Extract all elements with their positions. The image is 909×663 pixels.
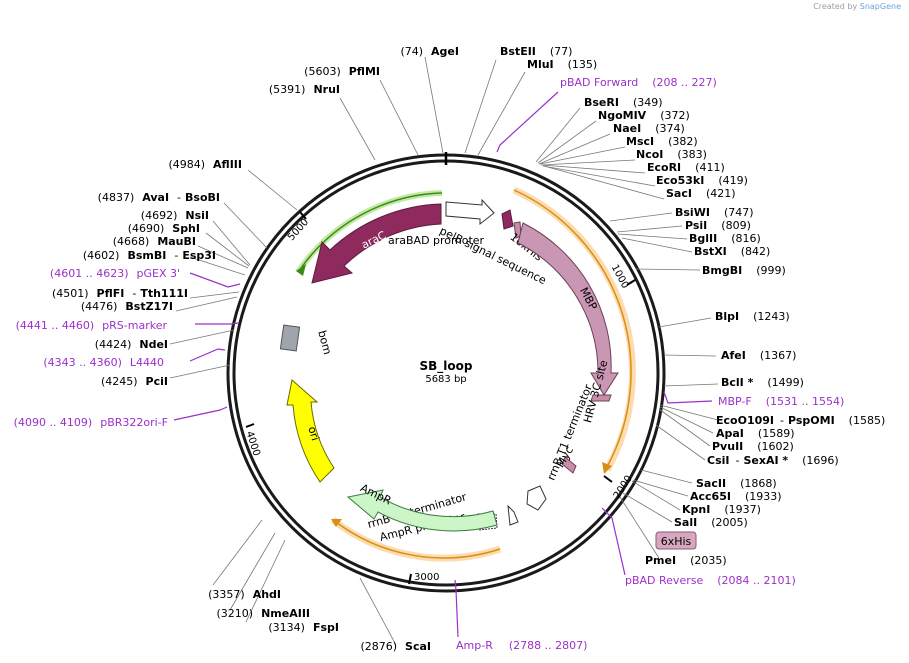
site-SacI: SacI(421) [666, 187, 736, 200]
site-KpnI: KpnI(1937) [682, 503, 761, 516]
primer-pBR322ori-F: (4090 .. 4109)pBR322ori-F [14, 416, 168, 429]
site-NsiI: (4692)NsiI [141, 209, 209, 222]
site-Eco53kI: Eco53kI(419) [656, 174, 748, 187]
snapgene-credit: Created by SnapGene [813, 2, 901, 11]
site-BsiWI: BsiWI(747) [675, 206, 754, 219]
primer-labels: pBAD Forward(208 .. 227) MBP-F(1531 .. 1… [14, 76, 845, 652]
feature-araC [311, 203, 442, 284]
site-BmgBI: BmgBI(999) [702, 264, 786, 277]
feature-Myc [561, 456, 577, 474]
site-PflMI: (5603)PflMI [304, 65, 380, 78]
site-BseRI: BseRI(349) [584, 96, 663, 109]
primer-pBAD-Forward: pBAD Forward(208 .. 227) [560, 76, 717, 89]
orf-orange-arc-line [513, 189, 632, 468]
site-SalI: SalI(2005) [674, 516, 748, 529]
site-NruI: (5391)NruI [269, 83, 340, 96]
site-ApaI: ApaI(1589) [716, 427, 794, 440]
feature-pelB [501, 209, 514, 230]
orf-green-arc-line [300, 192, 443, 269]
feature-rrnB-T1 [526, 485, 547, 511]
credit-brand: SnapGene [859, 2, 901, 11]
primer-markers [173, 91, 713, 638]
site-NmeAIII: (3210)NmeAIII [217, 607, 311, 620]
site-NaeI: NaeI(374) [613, 122, 685, 135]
site-MauBI: (4668)MauBI [113, 235, 196, 248]
site-EcoRI: EcoRI(411) [647, 161, 725, 174]
site-NgoMIV: NgoMIV(372) [598, 109, 690, 122]
primer-Amp-R: Amp-R(2788 .. 2807) [456, 639, 587, 652]
feature-araBAD-promoter [445, 198, 495, 226]
site-BstXI: BstXI(842) [694, 245, 770, 258]
feature-ori-label: ori [305, 425, 321, 442]
site-PflFI: (4501)PflFI-Tth111I [52, 287, 188, 300]
site-BstEII: BstEII(77) [500, 45, 572, 58]
site-NdeI: (4424)NdeI [95, 338, 168, 351]
credit-prefix: Created by [813, 2, 858, 11]
orf-green-arrowhead [296, 264, 306, 276]
orf-orange-2-arrowhead [331, 519, 342, 527]
feature-rrnB-T2 [507, 504, 519, 526]
feature-AmpR [346, 489, 498, 532]
orf-orange-arc-2-line [335, 521, 501, 559]
site-AgeI: (74)AgeI [400, 45, 459, 58]
site-SphI: (4690)SphI [128, 222, 200, 235]
tag-6xHis: 6xHis [655, 531, 697, 550]
site-PsiI: PsiI(809) [685, 219, 751, 232]
feature-bom-label: bom [315, 329, 334, 356]
site-PciI: (4245)PciI [101, 375, 168, 388]
site-Acc65I: Acc65I(1933) [690, 490, 782, 503]
plasmid-name: SB_loop [420, 359, 473, 374]
plasmid-size: 5683 bp [425, 374, 466, 385]
site-EcoO109I: EcoO109I-PspOMI(1585) [716, 414, 885, 427]
site-CsiI: CsiI-SexAI *(1696) [707, 454, 839, 467]
site-PmeI: PmeI(2035) [645, 554, 727, 567]
primer-pBAD-Reverse: pBAD Reverse(2084 .. 2101) [625, 574, 796, 587]
site-FspI: (3134)FspI [268, 621, 339, 634]
tag-6xHis-label: 6xHis [661, 535, 692, 548]
site-BglII: BglII(816) [689, 232, 761, 245]
primer-L4440: (4343 .. 4360)L4440 [43, 356, 164, 369]
site-ScaI: (2876)ScaI [360, 640, 431, 653]
feature-HRV-3C [590, 394, 612, 402]
site-BstZ17I: (4476)BstZ17I [81, 300, 173, 313]
feature-bom [279, 324, 301, 352]
site-AfeI: AfeI(1367) [721, 349, 796, 362]
site-NcoI: NcoI(383) [636, 148, 707, 161]
site-BlpI: BlpI(1243) [715, 310, 790, 323]
right-site-labels: BstEII(77) MluI(135) BseRI(349) NgoMIV(3… [500, 45, 885, 567]
site-leaders [169, 56, 719, 646]
site-MscI: MscI(382) [626, 135, 698, 148]
primer-MBP-F: MBP-F(1531 .. 1554) [718, 395, 844, 408]
tick-3000: 3000 [414, 572, 439, 583]
site-AflIII: (4984)AflIII [168, 158, 242, 171]
primer-pRS-marker: (4441 .. 4460)pRS-marker [16, 319, 168, 332]
primer-pGEX3: (4601 .. 4623)pGEX 3' [50, 267, 180, 280]
feature-ori [286, 379, 335, 483]
site-SacII: SacII(1868) [696, 477, 777, 490]
site-BsmBI: (4602)BsmBI-Esp3I [83, 249, 216, 262]
site-MluI: MluI(135) [527, 58, 597, 71]
feature-araBAD-label: araBAD promoter [388, 234, 485, 247]
site-AvaI: (4837)AvaI-BsoBI [98, 191, 220, 204]
left-site-labels: (74)AgeI (5603)PflMI (5391)NruI (4984)Af… [52, 45, 459, 653]
site-AhdI: (3357)AhdI [208, 588, 281, 601]
site-BclI: BclI *(1499) [721, 376, 804, 389]
orf-orange-arrowhead [602, 462, 612, 474]
site-PvuII: PvuII(1602) [712, 440, 794, 453]
